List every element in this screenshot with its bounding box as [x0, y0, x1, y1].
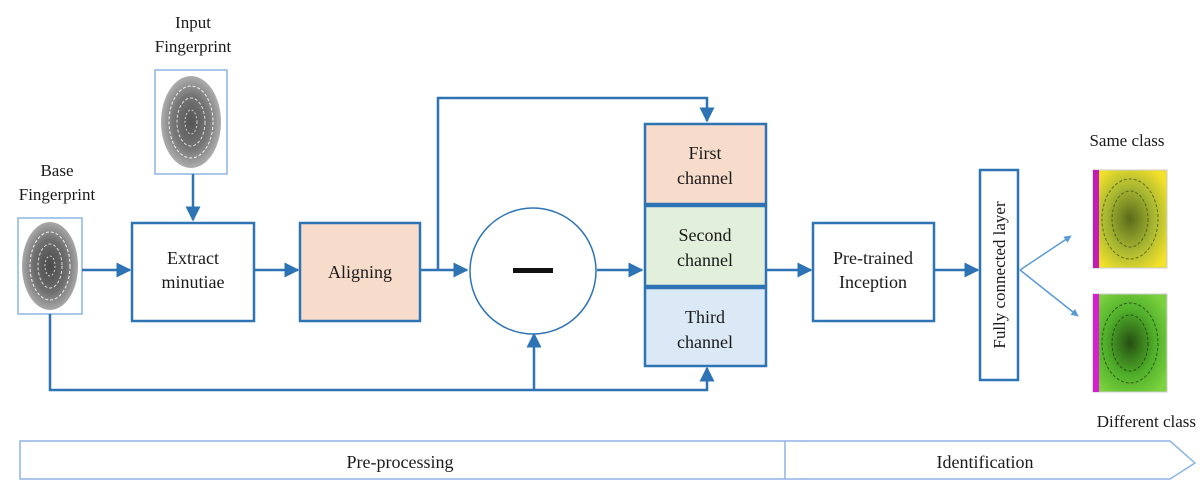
extract-label-1: Extract	[167, 248, 219, 268]
first-channel-label-2: channel	[677, 168, 733, 188]
arrow-fc-to-different-class	[1019, 269, 1079, 317]
third-channel-label-1: Third	[685, 307, 725, 327]
same-class-image	[1092, 169, 1168, 269]
same-class-label: Same class	[1089, 131, 1164, 150]
minus-symbol	[513, 268, 553, 273]
arrow-aligning-to-first-channel	[436, 96, 715, 270]
arrow-base-to-third-channel	[48, 314, 715, 392]
stage-banner	[19, 440, 1197, 480]
stage-preprocessing-label: Pre-processing	[347, 452, 454, 472]
base-fingerprint-image	[17, 217, 83, 315]
base-fingerprint-label-1: Base	[40, 161, 73, 180]
arrow-fc-to-same-class	[1019, 235, 1072, 271]
input-fingerprint-label-1: Input	[175, 13, 211, 32]
second-channel-label-2: channel	[677, 250, 733, 270]
first-channel-box	[643, 122, 768, 206]
aligning-box	[298, 221, 422, 323]
third-channel-box	[643, 286, 768, 368]
input-fingerprint-image	[154, 69, 228, 175]
different-class-image	[1092, 293, 1168, 393]
inception-box	[811, 221, 936, 323]
extract-minutiae-box	[130, 221, 256, 323]
fully-connected-label: Fully connected layer	[990, 201, 1009, 349]
base-fingerprint-label-2: Fingerprint	[19, 185, 96, 204]
input-fingerprint-label-2: Fingerprint	[155, 37, 232, 56]
inception-label-2: Inception	[839, 272, 907, 292]
inception-label-1: Pre-trained	[833, 248, 913, 268]
extract-label-2: minutiae	[162, 272, 225, 292]
third-channel-label-2: channel	[677, 332, 733, 352]
first-channel-label-1: First	[688, 143, 721, 163]
stage-identification-label: Identification	[937, 452, 1034, 472]
second-channel-box	[643, 204, 768, 288]
aligning-label: Aligning	[328, 262, 392, 282]
second-channel-label-1: Second	[679, 225, 732, 245]
different-class-label: Different class	[1097, 412, 1196, 431]
fully-connected-box	[978, 168, 1020, 382]
